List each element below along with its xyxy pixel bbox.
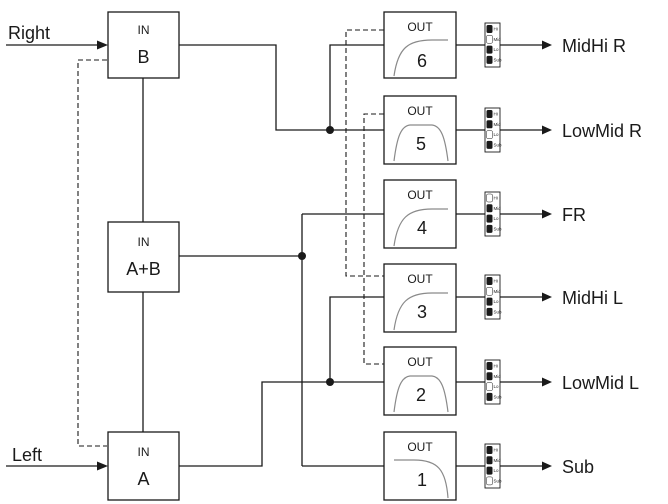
left-input-label: Left <box>12 445 42 465</box>
band-label-sub: Sub <box>494 57 503 62</box>
output-1-label: Sub <box>562 457 594 477</box>
output-3-block: OUT 3 <box>383 263 457 333</box>
band-label-mid: Mid <box>494 458 502 463</box>
band-segment-lo <box>486 297 493 306</box>
band-segment-sub <box>486 55 493 64</box>
band-segment-lo <box>486 466 493 475</box>
input-ab-block: IN A+B <box>107 221 180 293</box>
band-label-mid: Mid <box>494 122 502 127</box>
band-segment-sub <box>486 476 493 486</box>
band-label-hi: Hi <box>494 196 498 201</box>
right-input-label: Right <box>8 23 50 43</box>
output-5-label: LowMid R <box>562 121 642 141</box>
band-label-mid: Mid <box>494 374 502 379</box>
output-6-block: OUT 6 <box>383 11 457 79</box>
output-6-label: MidHi R <box>562 36 626 56</box>
junction-dot <box>326 126 334 134</box>
output-3-label: MidHi L <box>562 288 623 308</box>
band-segment-mid <box>486 35 493 44</box>
band-label-hi: Hi <box>494 27 498 32</box>
band-segment-sub <box>486 307 493 316</box>
svg-text:B: B <box>137 47 149 67</box>
junction-dot <box>326 378 334 386</box>
band-label-hi: Hi <box>494 112 498 117</box>
svg-text:OUT: OUT <box>407 188 433 202</box>
band-segment-mid <box>486 204 493 213</box>
svg-text:5: 5 <box>416 134 426 154</box>
svg-text:IN: IN <box>138 235 150 249</box>
output-1-block: OUT 1 <box>383 431 457 501</box>
band-label-lo: Lo <box>494 47 500 52</box>
band-segment-lo <box>486 130 493 139</box>
output-4-block: OUT 4 <box>383 179 457 249</box>
band-label-sub: Sub <box>494 142 503 147</box>
band-segment-lo <box>486 45 493 54</box>
svg-text:A: A <box>137 469 149 489</box>
band-segment-hi <box>486 277 493 285</box>
svg-text:4: 4 <box>417 218 427 238</box>
band-label-mid: Mid <box>494 206 502 211</box>
band-segment-sub <box>486 224 493 233</box>
svg-text:OUT: OUT <box>407 355 433 369</box>
svg-text:1: 1 <box>417 470 427 490</box>
band-segment-hi <box>486 110 493 118</box>
svg-text:OUT: OUT <box>407 104 433 118</box>
band-segment-hi <box>486 446 493 454</box>
band-segment-hi <box>486 193 493 203</box>
band-segment-hi <box>486 362 493 370</box>
band-label-hi: Hi <box>494 279 498 284</box>
band-indicators: HiMidLoSubHiMidLoSubHiMidLoSubHiMidLoSub… <box>484 22 503 489</box>
svg-text:OUT: OUT <box>407 272 433 286</box>
band-segment-mid <box>486 456 493 465</box>
svg-text:OUT: OUT <box>407 20 433 34</box>
junction-dot <box>298 252 306 260</box>
band-label-lo: Lo <box>494 468 500 473</box>
band-label-hi: Hi <box>494 364 498 369</box>
band-label-sub: Sub <box>494 309 503 314</box>
svg-text:OUT: OUT <box>407 440 433 454</box>
output-2-block: OUT 2 <box>383 346 457 416</box>
output-arrows <box>500 40 552 471</box>
band-label-sub: Sub <box>494 394 503 399</box>
band-label-lo: Lo <box>494 132 500 137</box>
output-5-block: OUT 5 <box>383 95 457 165</box>
svg-text:6: 6 <box>417 51 427 71</box>
band-label-lo: Lo <box>494 299 500 304</box>
band-segment-sub <box>486 140 493 149</box>
band-segment-mid <box>486 120 493 129</box>
output-4-label: FR <box>562 205 586 225</box>
band-label-mid: Mid <box>494 37 502 42</box>
band-segment-hi <box>486 25 493 33</box>
output-2-label: LowMid L <box>562 373 639 393</box>
svg-text:3: 3 <box>417 302 427 322</box>
band-label-lo: Lo <box>494 216 500 221</box>
band-segment-mid <box>486 372 493 381</box>
band-segment-lo <box>486 214 493 223</box>
band-segment-sub <box>486 392 493 401</box>
svg-text:A+B: A+B <box>126 259 161 279</box>
svg-text:IN: IN <box>138 23 150 37</box>
svg-text:IN: IN <box>138 445 150 459</box>
svg-text:2: 2 <box>416 385 426 405</box>
band-segment-lo <box>486 382 493 391</box>
left-input-arrow <box>6 461 108 471</box>
band-label-sub: Sub <box>494 478 503 483</box>
input-a-block: IN A <box>107 431 180 501</box>
band-label-mid: Mid <box>494 289 502 294</box>
band-segment-mid <box>486 287 493 296</box>
band-label-sub: Sub <box>494 226 503 231</box>
dashed-routing-lines <box>77 29 384 447</box>
band-label-hi: Hi <box>494 448 498 453</box>
band-label-lo: Lo <box>494 384 500 389</box>
input-b-block: IN B <box>107 11 180 79</box>
right-input-arrow <box>6 40 108 50</box>
